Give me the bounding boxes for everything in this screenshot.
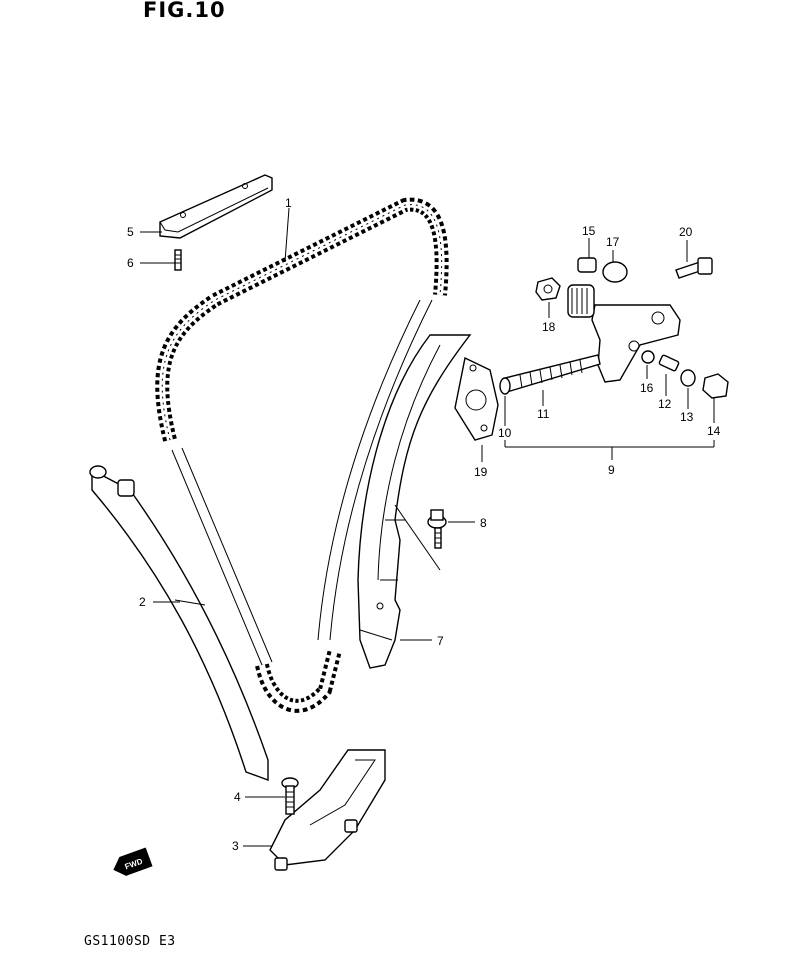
callout-20: 20 (679, 225, 693, 239)
cam-chain (155, 197, 449, 713)
callout-16: 16 (640, 381, 654, 395)
callout-6: 6 (127, 256, 134, 270)
nut-15 (577, 257, 597, 273)
washer-16 (641, 350, 655, 364)
callout-19: 19 (474, 465, 488, 479)
callout-9: 9 (608, 463, 615, 477)
callout-4: 4 (234, 790, 241, 804)
tensioner-gasket (454, 356, 499, 441)
model-code: GS1100SD E3 (84, 934, 176, 949)
callout-2: 2 (139, 595, 146, 609)
callout-17: 17 (606, 235, 620, 249)
rear-chain-guide (89, 465, 269, 781)
o-ring-17 (602, 261, 628, 283)
callout-18: 18 (542, 320, 556, 334)
callout-14: 14 (707, 424, 721, 438)
guide-bolt (174, 249, 182, 271)
cap-nut-18 (535, 277, 561, 301)
nut-14 (702, 373, 729, 399)
callout-5: 5 (127, 225, 134, 239)
bracket-bolt (281, 777, 299, 815)
fwd-arrow-icon: FWD (113, 847, 153, 876)
figure-title: FIG.10 (143, 0, 226, 22)
tensioner-spring (504, 354, 601, 393)
callout-7: 7 (437, 634, 444, 648)
callout-12: 12 (658, 397, 672, 411)
callout-3: 3 (232, 839, 239, 853)
tensioner-slipper (357, 334, 472, 669)
push-rod-tip (499, 377, 511, 395)
callout-8: 8 (480, 516, 487, 530)
top-chain-guide (159, 174, 273, 239)
callout-13: 13 (680, 410, 694, 424)
washer-13 (680, 369, 696, 387)
lower-guide-bracket (269, 749, 386, 871)
spring-12 (658, 354, 680, 372)
callout-1: 1 (285, 196, 292, 210)
callout-15: 15 (582, 224, 596, 238)
callout-10: 10 (498, 426, 512, 440)
bolt-20 (675, 257, 713, 279)
callout-11: 11 (537, 407, 550, 421)
slipper-bolt (427, 509, 447, 549)
tensioner-body (567, 284, 681, 383)
